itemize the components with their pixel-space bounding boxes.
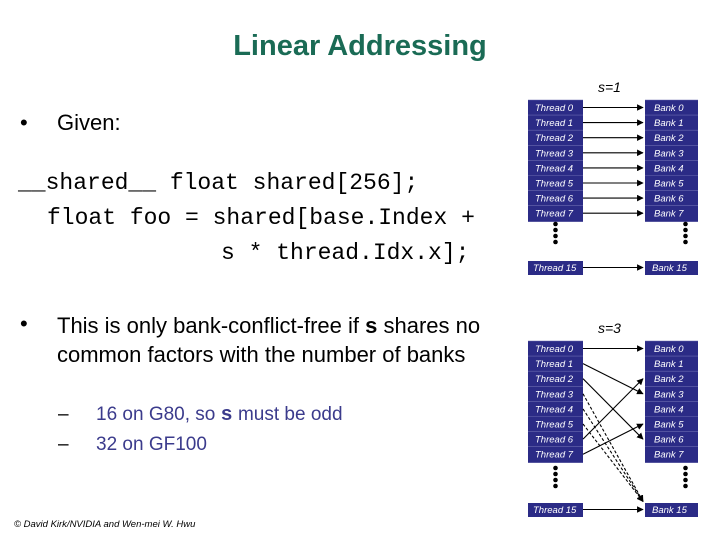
sub-item-g80-post: must be odd [232,404,343,425]
ellipsis-dot [683,465,688,471]
thread-column-box [528,100,583,222]
bank-last-box [645,503,698,517]
ellipsis-dot [683,233,688,239]
thread-cell-label: Thread 2 [535,374,574,385]
thread-cell-label: Thread 0 [535,344,574,355]
credit-footer: © David Kirk/NVIDIA and Wen-mei W. Hwu [14,519,196,530]
thread-cell-label: Thread 1 [535,118,573,129]
sub-item-gf100: 32 on GF100 [96,434,207,455]
ellipsis-dot [553,233,558,239]
ellipsis-dot [683,227,688,233]
bank-cell-label: Bank 7 [654,209,684,220]
thread-cell-label: Thread 1 [535,359,573,370]
bank-cell-label: Bank 1 [654,118,684,129]
thread-cell-label: Thread 4 [535,404,573,415]
thread-cell-label: Thread 6 [535,435,574,446]
bank-cell-label: Bank 5 [654,179,684,190]
bank-cell-label: Bank 6 [654,194,684,205]
thread-cell-label: Thread 6 [535,194,574,205]
thread-cell-label: Thread 4 [535,163,573,174]
ellipsis-dot [553,239,558,245]
mapping-arrow [582,363,644,395]
code-line-2: float foo = shared[base.Index + [47,205,475,231]
thread-cell-label: Thread 0 [535,103,574,114]
thread-column-box [528,341,583,463]
sub-item-g80-var: s [220,404,233,427]
ellipsis-dot [683,471,688,477]
conflict-free-note: This is only bank-conflict-free if s sha… [57,311,497,369]
bullet-marker: • [20,311,28,336]
bank-column-box [645,100,698,222]
mapping-arrow [582,423,644,455]
sub-item-g80-pre: 16 on G80, so [96,404,221,425]
thread-cell-label: Thread 5 [535,420,574,431]
thread-last-label: Thread 15 [533,505,577,516]
ellipsis-dot [553,227,558,233]
ellipsis-dot [553,221,558,227]
thread-cell-label: Thread 5 [535,179,574,190]
bank-cell-label: Bank 2 [654,133,684,144]
thread-cell-label: Thread 3 [535,148,574,159]
ellipsis-dot [553,483,558,489]
thread-cell-label: Thread 7 [535,209,574,220]
bank-cell-label: Bank 2 [654,374,684,385]
ellipsis-dot [683,239,688,245]
bank-cell-label: Bank 3 [654,148,684,159]
thread-last-box [528,503,583,517]
bank-last-box [645,261,698,275]
ellipsis-dot [683,221,688,227]
bank-last-label: Bank 15 [652,263,688,274]
ellipsis-dot [553,465,558,471]
bank-cell-label: Bank 1 [654,359,684,370]
stride-label: s=1 [598,79,621,95]
bank-cell-label: Bank 5 [654,420,684,431]
thread-cell-label: Thread 3 [535,389,574,400]
bank-cell-label: Bank 4 [654,404,684,415]
bank-cell-label: Bank 0 [654,103,684,114]
sub-item-g80: 16 on G80, so s must be odd [96,404,343,427]
code-line-1: __shared__ float shared[256]; [18,170,419,196]
bank-cell-label: Bank 3 [654,389,684,400]
thread-cell-label: Thread 2 [535,133,574,144]
code-line-3: s * thread.Idx.x]; [221,240,470,266]
ellipsis-dot [683,477,688,483]
note-text-pre: This is only bank-conflict-free if [57,313,366,338]
note-text-post: shares no common factors with the number… [57,313,481,367]
thread-last-label: Thread 15 [533,263,577,274]
ellipsis-dot [553,477,558,483]
bank-cell-label: Bank 6 [654,435,684,446]
mapping-arrow [582,408,644,503]
given-label: Given: [57,110,121,135]
mapping-arrow [582,393,644,503]
thread-cell-label: Thread 7 [535,450,574,461]
slide-title: Linear Addressing [233,30,487,62]
sub-dash: – [58,434,69,455]
bank-cell-label: Bank 7 [654,450,684,461]
bank-cell-label: Bank 4 [654,163,684,174]
bank-last-label: Bank 15 [652,505,688,516]
sub-dash: – [58,404,69,425]
ellipsis-dot [553,471,558,477]
ellipsis-dot [683,483,688,489]
bank-cell-label: Bank 0 [654,344,684,355]
mapping-arrow [582,423,644,503]
bank-column-box [645,341,698,463]
note-var: s [365,313,378,338]
stride-label: s=3 [598,320,621,336]
thread-last-box [528,261,583,275]
bullet-marker: • [20,110,28,135]
mapping-arrow [582,378,644,440]
